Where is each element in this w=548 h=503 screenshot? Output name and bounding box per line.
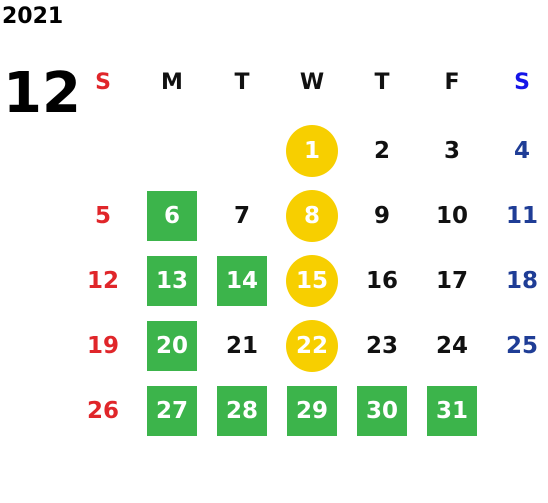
day-cell-27[interactable]: 27 (147, 386, 197, 436)
day-cell-2[interactable]: 2 (373, 138, 390, 164)
day-cell-15[interactable]: 15 (286, 255, 338, 307)
day-cell-14[interactable]: 14 (217, 256, 267, 306)
day-cell-1[interactable]: 1 (286, 125, 338, 177)
weekday-header-mon: M (161, 69, 183, 95)
day-cell-30[interactable]: 30 (357, 386, 407, 436)
day-cell-9[interactable]: 9 (373, 203, 390, 229)
day-cell-23[interactable]: 23 (365, 333, 398, 359)
day-cell-3[interactable]: 3 (443, 138, 460, 164)
day-cell-10[interactable]: 10 (435, 203, 468, 229)
day-cell-17[interactable]: 17 (435, 268, 468, 294)
weekday-header-fri: F (444, 69, 460, 95)
day-cell-25[interactable]: 25 (505, 333, 538, 359)
day-cell-19[interactable]: 19 (86, 333, 119, 359)
day-cell-4[interactable]: 4 (513, 138, 530, 164)
weekday-header-sun: S (95, 69, 111, 95)
day-cell-11[interactable]: 11 (505, 203, 538, 229)
day-cell-22[interactable]: 22 (286, 320, 338, 372)
day-cell-21[interactable]: 21 (225, 333, 258, 359)
weekday-header-wed: W (299, 69, 325, 95)
day-cell-26[interactable]: 26 (86, 398, 119, 424)
year-label: 2021 (2, 4, 64, 29)
day-cell-18[interactable]: 18 (505, 268, 538, 294)
day-cell-31[interactable]: 31 (427, 386, 477, 436)
day-cell-12[interactable]: 12 (86, 268, 119, 294)
month-label: 12 (3, 61, 81, 126)
day-cell-7[interactable]: 7 (233, 203, 250, 229)
weekday-header-sat: S (514, 69, 530, 95)
day-cell-8[interactable]: 8 (286, 190, 338, 242)
day-cell-6[interactable]: 6 (147, 191, 197, 241)
day-cell-29[interactable]: 29 (287, 386, 337, 436)
weekday-header-tue: T (234, 69, 250, 95)
day-cell-20[interactable]: 20 (147, 321, 197, 371)
day-cell-16[interactable]: 16 (365, 268, 398, 294)
weekday-header-thu: T (374, 69, 390, 95)
day-cell-28[interactable]: 28 (217, 386, 267, 436)
day-cell-5[interactable]: 5 (94, 203, 111, 229)
day-cell-13[interactable]: 13 (147, 256, 197, 306)
day-cell-24[interactable]: 24 (435, 333, 468, 359)
